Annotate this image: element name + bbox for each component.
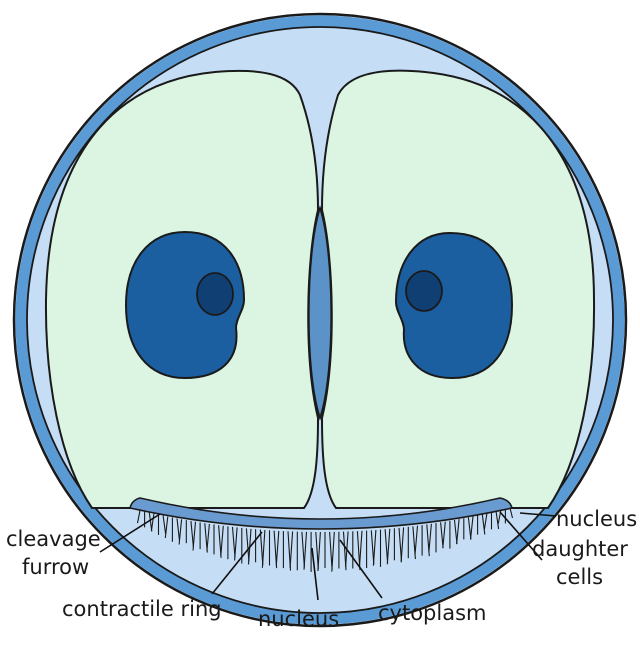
right-nucleolus (405, 270, 443, 312)
ring-filament (289, 531, 294, 569)
ring-filament (259, 529, 264, 566)
ring-filament (428, 523, 432, 552)
label-cleavage-line2: furrow (22, 555, 89, 579)
ring-filament (469, 516, 474, 540)
label-cytoplasm: cytoplasm (378, 601, 487, 625)
ring-filament (331, 531, 335, 572)
label-nucleus-bottom: nucleus (258, 607, 339, 631)
cleavage-furrow-gap (307, 205, 333, 421)
outer-membrane-band (15, 15, 625, 625)
leader-daughter-cells (499, 511, 543, 561)
contractile-ring-band (129, 497, 513, 530)
leader-contractile-ring (211, 531, 263, 595)
leader-nucleus-right (519, 512, 557, 517)
ring-filament (176, 518, 181, 541)
ring-filament (372, 529, 377, 566)
ring-filament (150, 513, 155, 531)
ring-filament (509, 507, 514, 519)
ring-filament (386, 528, 391, 565)
ring-filament (483, 513, 488, 530)
ring-filament (495, 511, 500, 530)
ring-filament (329, 531, 333, 570)
ring-filament (303, 531, 308, 570)
ring-filament (440, 522, 444, 548)
right-nucleus (394, 231, 514, 380)
label-daughter-line2: cells (556, 565, 603, 589)
ring-filament (190, 520, 194, 547)
leader-cytoplasm (339, 539, 383, 599)
ring-filament (192, 521, 197, 551)
ring-filament (162, 515, 167, 534)
ring-filament (317, 531, 321, 572)
label-nucleus-right: nucleus (556, 507, 637, 531)
ring-filament (220, 525, 224, 557)
ring-filament (234, 527, 238, 561)
ring-filament (400, 527, 405, 563)
label-cleavage-line1: cleavage (6, 527, 101, 551)
ring-filament (164, 516, 169, 538)
ring-filament (206, 523, 210, 552)
ring-filament (231, 526, 236, 558)
left-nucleolus (196, 272, 234, 316)
ring-filament (456, 519, 460, 545)
contractile-ring-filaments (136, 507, 514, 572)
left-nucleus (124, 230, 246, 380)
label-contractile-ring: contractile ring (62, 597, 222, 621)
ring-filament (442, 521, 446, 549)
leader-cleavage-furrow (99, 513, 161, 553)
ring-filament (481, 514, 486, 535)
ring-filament (358, 530, 363, 567)
ring-filament (136, 510, 141, 524)
inner-cell-boundary (26, 26, 614, 614)
ring-filament (178, 519, 183, 545)
ring-filament (301, 531, 305, 568)
ring-filament (414, 525, 419, 555)
ring-filament (275, 530, 280, 566)
label-daughter-line1: daughter (532, 537, 628, 561)
ring-filament (245, 528, 250, 562)
leader-nucleus-bottom (311, 547, 319, 601)
ring-filament (384, 529, 389, 564)
ring-filament (261, 529, 266, 568)
